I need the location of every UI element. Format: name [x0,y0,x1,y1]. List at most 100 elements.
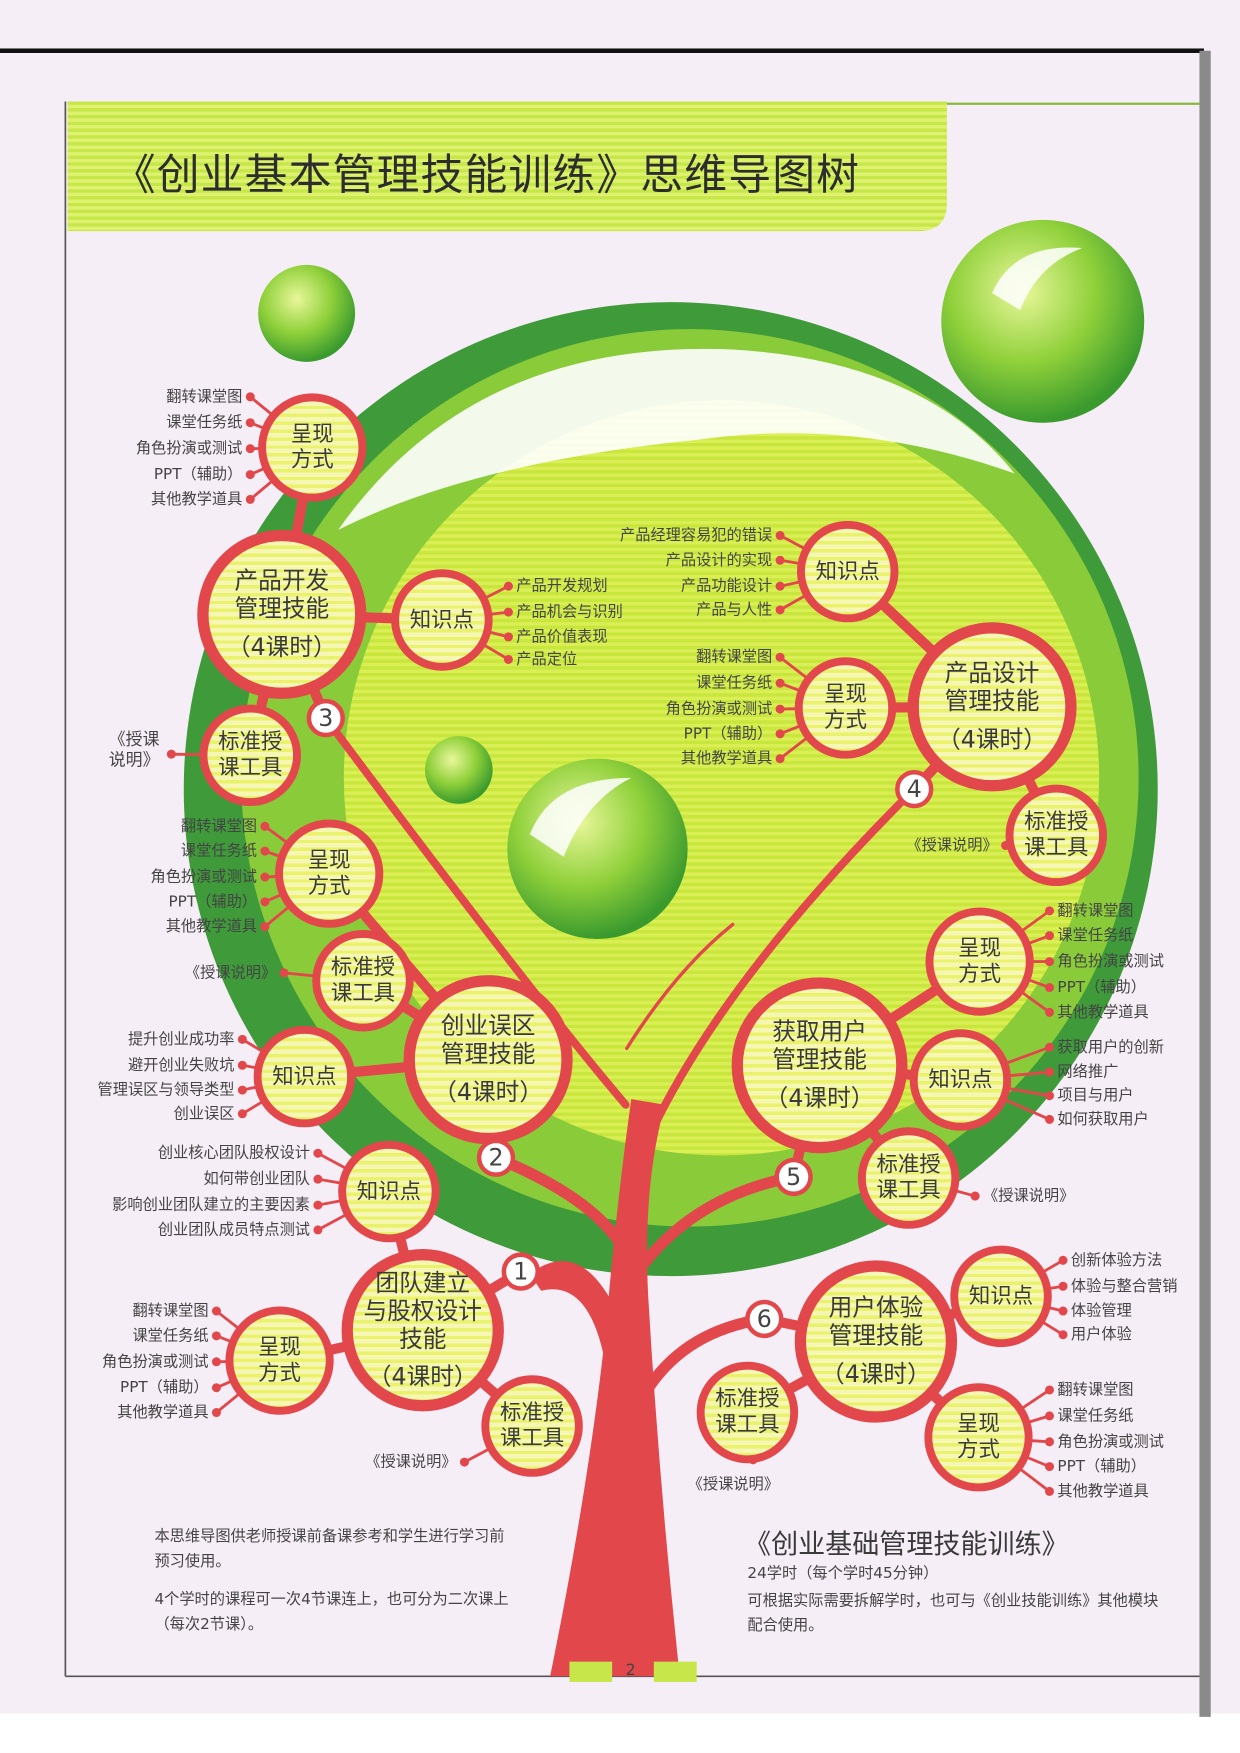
presentation-label: 方式 [824,707,867,733]
knowledge-node: 知识点 [338,1140,440,1243]
presentation-item: 角色扮演或测试 [1057,952,1164,971]
module-number-badge: 6 [745,1299,784,1339]
presentation-label: 方式 [307,873,351,899]
presentation-item: 课堂任务纸 [1057,1406,1134,1425]
presentation-item: 其他教学道具 [680,749,773,768]
presentation-item: 课堂任务纸 [180,842,258,861]
module-hours: （4课时） [433,1078,544,1106]
knowledge-item: 产品功能设计 [680,577,773,596]
teaching-guide-item: 《授课说明》 [108,729,160,770]
knowledge-node: 知识点 [909,1029,1012,1131]
presentation-item: 角色扮演或测试 [150,868,258,887]
module-hours: （4课时） [226,633,337,661]
page-title: 《创业基本管理技能训练》思维导图树 [112,149,861,200]
knowledge-item: 如何带创业团队 [203,1170,311,1189]
presentation-item: 角色扮演或测试 [1057,1432,1164,1451]
knowledge-node: 知识点 [950,1245,1052,1348]
knowledge-item: 如何获取用户 [1057,1110,1149,1129]
knowledge-item: 产品机会与识别 [516,603,623,622]
tool-label: 标准授 [218,729,283,755]
knowledge-item: 项目与用户 [1057,1086,1134,1105]
presentation-item: 角色扮演或测试 [135,439,243,458]
module-node-6: 用户体验管理技能 （4课时） [794,1260,958,1423]
course-hours: 24学时（每个学时45分钟） [747,1564,939,1583]
knowledge-item: 管理误区与领导类型 [97,1081,235,1100]
presentation-item: 角色扮演或测试 [102,1352,209,1371]
module-hours: （4课时） [937,725,1047,753]
module-name-line: 管理技能 [944,688,1040,716]
presentation-label: 呈现 [958,935,1002,961]
presentation-item: 其他教学道具 [151,490,243,509]
module-name-line: 获取用户 [772,1018,867,1046]
tool-label: 课工具 [330,980,396,1006]
presentation-node: 呈现方式 [225,1306,334,1415]
tool-label: 标准授 [330,955,396,980]
tool-label: 标准授 [715,1386,780,1412]
module-name-line: 管理技能 [828,1322,924,1350]
presentation-item: 课堂任务纸 [166,413,243,432]
knowledge-item: 创业团队成员特点测试 [157,1220,311,1239]
course-usage: 可根据实际需要拆解学时，也可与《创业技能训练》其他模块配合使用。 [747,1591,1159,1635]
presentation-item: 翻转课堂图 [180,817,258,836]
tool-label: 标准授 [1024,809,1089,835]
module-hours: （4课时） [821,1360,931,1388]
tool-label: 课工具 [715,1412,780,1438]
tool-label: 课工具 [218,755,283,781]
decorative-bubble [424,736,493,804]
presentation-label: 方式 [290,447,334,473]
presentation-item: 其他教学道具 [165,917,258,936]
knowledge-label: 知识点 [928,1067,993,1092]
tool-label: 课工具 [499,1426,565,1451]
module-number-badge: 5 [774,1157,813,1197]
knowledge-item: 创业核心团队股权设计 [157,1144,311,1163]
note-left-2: 4个学时的课程可一次4节课连上，也可分为二次课上（每次2节课）。 [154,1590,509,1634]
teaching-guide-item: 《授课说明》 [687,1475,779,1494]
module-name-line: 用户体验 [828,1294,924,1322]
module-hours: （4课时） [367,1363,478,1391]
module-name-line: 管理技能 [234,595,330,623]
note-left-1: 本思维导图供老师授课前备课参考和学生进行学习前预习使用。 [154,1527,505,1571]
presentation-item: 课堂任务纸 [696,674,773,693]
presentation-label: 呈现 [957,1411,1000,1437]
module-name-line: 管理技能 [772,1046,867,1074]
presentation-item: 翻转课堂图 [166,387,243,406]
knowledge-item: 体验与整合营销 [1070,1277,1178,1296]
knowledge-item: 网络推广 [1057,1063,1119,1082]
teaching-guide-item: 《授课说明》 [365,1453,457,1472]
module-node-5: 获取用户管理技能 （4课时） [731,977,908,1154]
presentation-label: 呈现 [307,847,351,873]
knowledge-label: 知识点 [968,1283,1034,1309]
presentation-item: 其他教学道具 [1057,1003,1149,1022]
knowledge-item: 产品设计的实现 [665,551,773,570]
knowledge-item: 获取用户的创新 [1057,1038,1164,1057]
presentation-item: 课堂任务纸 [132,1326,209,1345]
knowledge-item: 产品开发规划 [516,577,608,596]
module-number-badge: 4 [895,769,934,809]
module-name-line: 创业误区 [440,1012,536,1040]
decorative-bubble [258,264,356,362]
knowledge-item: 用户体验 [1070,1325,1132,1344]
tool-label: 标准授 [876,1152,941,1178]
module-name-line: 团队建立 [375,1268,471,1296]
page-number: 2 [625,1661,636,1680]
module-node-3: 产品开发管理技能（4课时） [197,529,367,699]
module-name-line: 与股权设计技能 [363,1297,482,1353]
module-hours: （4课时） [764,1084,875,1112]
presentation-label: 呈现 [824,682,867,708]
presentation-label: 呈现 [290,421,334,447]
tool-label: 课工具 [876,1178,941,1203]
presentation-item: PPT（辅助） [1057,978,1146,997]
teaching-tool-node: 标准授课工具 [199,704,301,807]
presentation-item: PPT（辅助） [153,465,243,484]
knowledge-node: 知识点 [391,569,493,671]
presentation-item: 其他教学道具 [117,1403,209,1422]
module-node-2: 创业误区管理技能（4课时） [403,975,573,1145]
teaching-tool-node: 标准授课工具 [857,1127,960,1229]
knowledge-label: 知识点 [272,1063,337,1089]
knowledge-label: 知识点 [356,1178,422,1204]
presentation-item: PPT（辅助） [120,1378,209,1397]
teaching-tool-node: 标准授课工具 [1005,784,1108,887]
teaching-tool-node: 标准授课工具 [696,1361,799,1464]
knowledge-label: 知识点 [409,607,475,632]
